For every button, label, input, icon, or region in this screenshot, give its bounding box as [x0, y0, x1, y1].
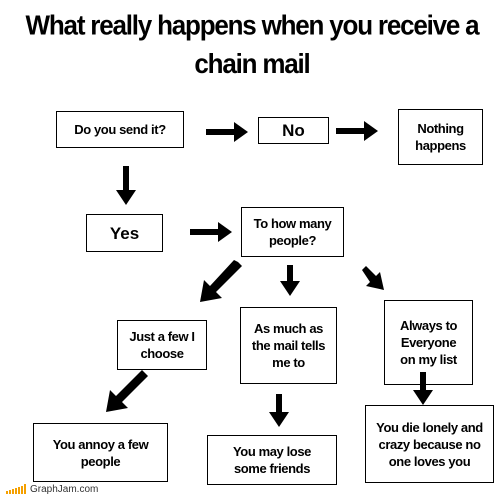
title-line-2: chain mail — [194, 47, 310, 80]
node-just-a-few: Just a few I choose — [117, 320, 207, 370]
node-do-you-send: Do you send it? — [56, 111, 184, 148]
node-nothing-happens: Nothing happens — [398, 109, 483, 165]
footer-site-label: GraphJam.com — [30, 483, 99, 495]
arrow-always-to-die — [413, 372, 433, 405]
arrow-yes-to-how-many — [190, 222, 232, 242]
arrow-how-many-to-just-a-few — [200, 260, 242, 302]
node-always-everyone: Always to Everyone on my list — [384, 300, 473, 385]
node-yes: Yes — [86, 214, 163, 252]
node-as-much-as: As much as the mail tells me to — [240, 307, 337, 384]
arrow-send-to-yes — [116, 166, 136, 205]
node-annoy-few: You annoy a few people — [33, 423, 168, 482]
page-title: What really happens when you receive a c… — [0, 5, 504, 83]
node-no: No — [258, 117, 329, 144]
arrow-as-much-as-to-lose — [269, 394, 289, 427]
arrow-send-to-no — [206, 122, 248, 142]
title-line-1: What really happens when you receive a — [25, 8, 480, 41]
arrow-just-a-few-to-annoy — [106, 370, 148, 412]
node-die-lonely: You die lonely and crazy because no one … — [365, 405, 494, 483]
arrow-how-many-to-always — [362, 266, 384, 290]
arrow-how-many-to-as-much-as — [280, 265, 300, 296]
node-how-many: To how many people? — [241, 207, 344, 257]
arrow-no-to-nothing — [336, 121, 378, 141]
graphjam-logo-bars-icon — [6, 484, 26, 494]
node-lose-friends: You may lose some friends — [207, 435, 337, 485]
footer-watermark: GraphJam.com — [0, 481, 504, 497]
